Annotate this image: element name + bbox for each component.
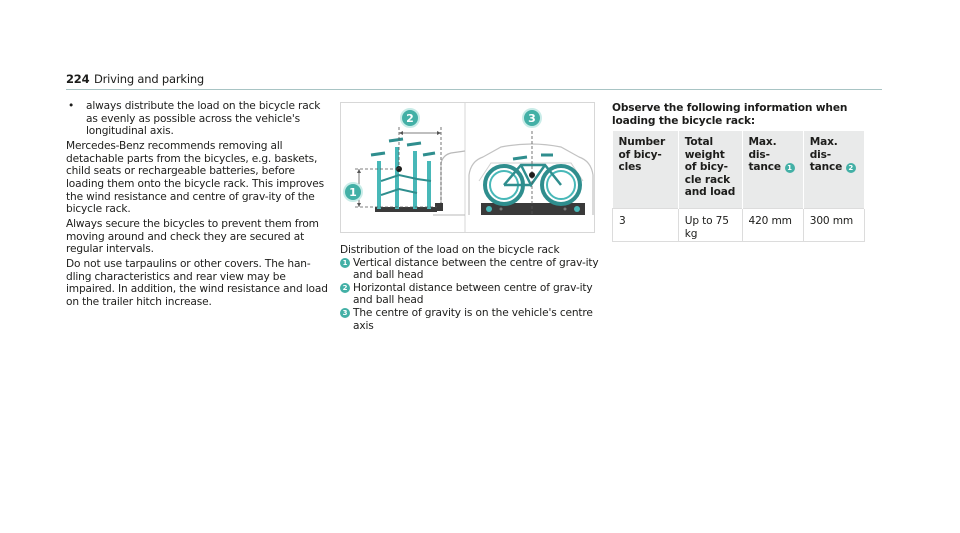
header-cell: Max. dis-tance 1 <box>742 131 804 209</box>
caption-title: Distribution of the load on the bicycle … <box>340 244 560 256</box>
caption-item: 2 Horizontal distance between centre of … <box>340 282 602 307</box>
marker-label: 2 <box>406 112 414 125</box>
caption-item: 3 The centre of gravity is on the vehicl… <box>340 307 602 332</box>
paragraph: Do not use tarpaulins or other covers. T… <box>66 258 328 309</box>
bicycle-rack-figure: 1 2 <box>340 102 595 233</box>
rear-view-drawing <box>468 131 594 215</box>
table-header-row: Number of bicy-cles Total weight of bicy… <box>612 131 866 209</box>
caption-item-text: The centre of gravity is on the vehicle'… <box>353 306 593 332</box>
header-cell: Number of bicy-cles <box>612 131 679 209</box>
caption-item-text: Horizontal distance between centre of gr… <box>353 281 593 307</box>
table-cell: Up to 75 kg <box>677 208 743 242</box>
marker-label: 3 <box>528 112 536 125</box>
number-badge-icon: 1 <box>340 257 350 268</box>
header-cell: Total weight of bicy-cle rack and load <box>678 131 743 209</box>
bicycle-rack-table: Number of bicy-cles Total weight of bicy… <box>612 131 866 242</box>
bullet-item: • always distribute the load on the bicy… <box>66 100 328 138</box>
number-badge-icon: 3 <box>340 307 350 318</box>
caption-item-text: Vertical distance between the centre of … <box>353 256 599 282</box>
paragraph: Always secure the bicycles to prevent th… <box>66 218 319 256</box>
caption-item: 1 Vertical distance between the centre o… <box>340 257 602 282</box>
paragraph: Mercedes-Benz recommends removing all de… <box>66 140 324 216</box>
page-header: 224 Driving and parking <box>66 72 882 90</box>
bullet-icon: • <box>68 100 75 112</box>
header-cell: Max. dis-tance 2 <box>803 131 866 209</box>
marker-3-icon: 3 <box>522 108 542 128</box>
section-title: Driving and parking <box>94 72 205 86</box>
page-number: 224 <box>66 72 90 86</box>
table-row: 3 Up to 75 kg 420 mm 300 mm <box>612 208 866 242</box>
body-column-1: • always distribute the load on the bicy… <box>66 100 328 311</box>
number-badge-icon: 2 <box>845 163 856 174</box>
table-heading: Observe the following information when l… <box>612 102 848 127</box>
table-cell: 420 mm <box>741 208 804 242</box>
bicycle-rack-illustration: 1 2 <box>343 103 594 232</box>
marker-label: 1 <box>349 186 357 199</box>
marker-1-icon: 1 <box>343 182 363 202</box>
number-badge-icon: 2 <box>340 282 350 293</box>
table-cell: 300 mm <box>802 208 866 242</box>
figure-caption: Distribution of the load on the bicycle … <box>340 244 602 332</box>
side-view-drawing <box>355 127 466 216</box>
bullet-text: always distribute the load on the bicycl… <box>86 100 321 138</box>
table-cell: 3 <box>612 208 679 242</box>
number-badge-icon: 1 <box>784 163 795 174</box>
marker-2-icon: 2 <box>400 108 420 128</box>
